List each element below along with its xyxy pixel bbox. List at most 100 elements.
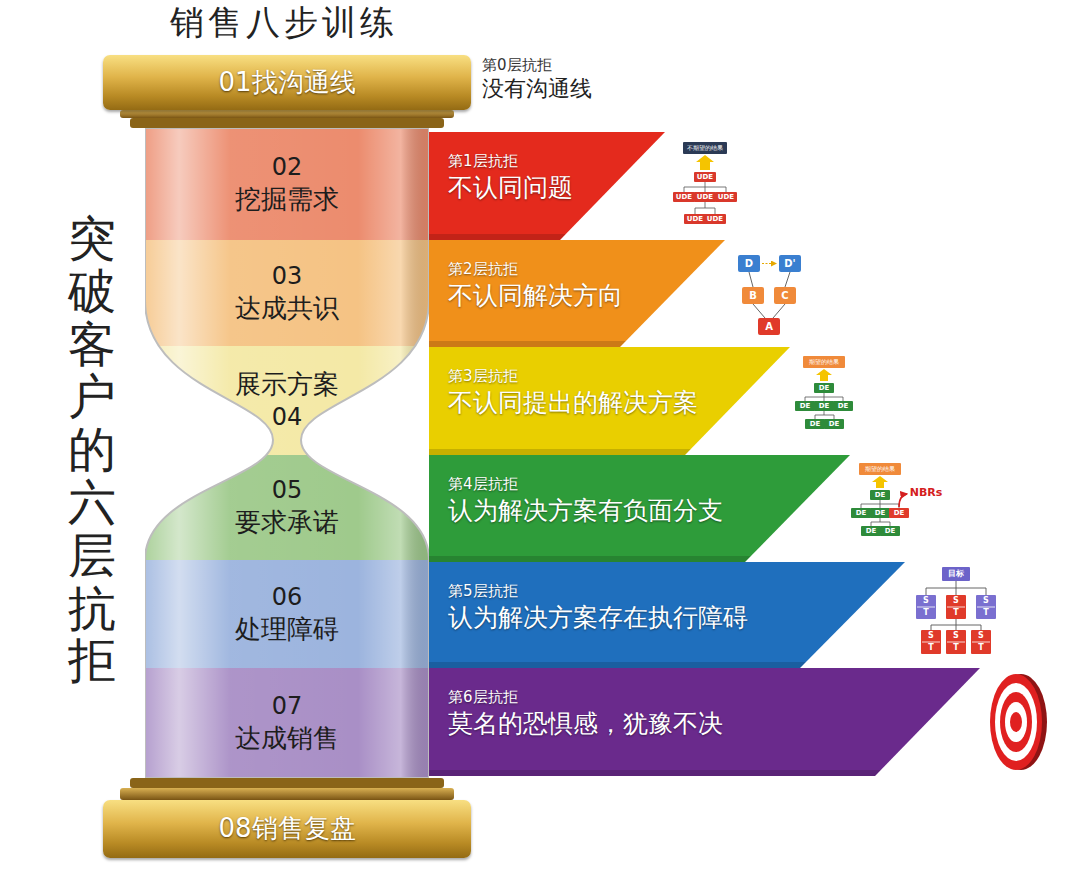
hourglass-segment: 02挖掘需求	[145, 128, 429, 240]
icon-box-text: S	[978, 632, 984, 640]
icon-box-text: T	[953, 609, 958, 617]
resistance-level: 第4层抗拒	[448, 475, 518, 495]
resistance-level: 第3层抗拒	[448, 367, 518, 387]
hourglass-segment: 展示方案04	[145, 346, 429, 455]
future-tree-icon-part	[816, 369, 832, 381]
resistance-text: 不认同解决方向	[448, 280, 623, 313]
hourglass-ring-part	[120, 788, 454, 800]
hourglass-ring-part	[120, 110, 454, 118]
sand-color	[145, 668, 429, 778]
icon-box-text: S	[983, 597, 989, 605]
problem-tree-icon-part	[673, 192, 695, 202]
icon-box-text: T	[978, 644, 983, 652]
hourglass-segment: 07达成销售	[145, 668, 429, 778]
prerequisite-tree-icon-part	[931, 619, 981, 630]
negative-branch-icon-part	[859, 463, 901, 475]
problem-tree-icon-part	[694, 172, 716, 182]
icon-box-text: T	[983, 609, 988, 617]
negative-branch-icon	[851, 463, 909, 536]
resistance-text: 认为解决方案存在执行障碍	[448, 602, 748, 635]
text-holder: 第3层抗拒不认同提出的解决方案	[429, 347, 790, 419]
resistance-band: 第4层抗拒认为解决方案有负面分支	[429, 455, 850, 562]
icon-box-text: S	[953, 632, 959, 640]
glass-highlight	[145, 346, 429, 455]
step-number: 06	[272, 582, 303, 613]
future-tree-icon-part	[814, 401, 834, 411]
sand-color	[145, 240, 429, 346]
future-tree-icon-part	[814, 383, 834, 393]
glass-outline	[145, 240, 429, 346]
text-holder: 01找沟通线	[103, 55, 471, 110]
step-name: 01找沟通线	[218, 66, 355, 100]
glass-fill	[145, 346, 429, 455]
icon-caption: 不期望的结果	[687, 145, 723, 151]
icon-box-text: DE	[885, 528, 896, 535]
glass-highlight	[145, 668, 429, 778]
gold-cap: 08销售复盘	[103, 800, 471, 858]
negative-branch-icon-part	[872, 476, 888, 488]
sand-color	[145, 128, 429, 240]
conflict-cloud-icon	[738, 255, 801, 335]
icon-caption: 期望的结果	[809, 359, 839, 365]
sand-color	[145, 455, 429, 560]
gold-cap: 01找沟通线	[103, 55, 471, 110]
resistance-level: 第5层抗拒	[448, 582, 518, 602]
conflict-cloud-icon-part	[779, 255, 801, 272]
resistance-text: 不认同问题	[448, 172, 573, 205]
glass-outline	[145, 560, 429, 668]
icon-box-text: B	[749, 291, 757, 301]
problem-tree-icon-part	[715, 192, 737, 202]
icon-box-text: DE	[875, 510, 886, 517]
step-name: 处理障碍	[235, 613, 339, 647]
step-number: 02	[272, 152, 303, 183]
band-fill	[429, 455, 850, 562]
band-shadow	[429, 770, 881, 776]
glass-fill	[145, 455, 429, 560]
nbr-label: NBRs	[910, 487, 943, 498]
icon-box-text: DE	[829, 421, 840, 428]
negative-branch-icon-part	[880, 526, 900, 536]
future-tree-icon-part	[795, 401, 815, 411]
prerequisite-tree-icon-part	[926, 581, 986, 595]
glass-fill	[145, 560, 429, 668]
band-fill	[429, 668, 980, 776]
problem-tree-icon-part	[684, 182, 726, 192]
problem-tree-icon-part	[694, 192, 716, 202]
text-holder: 展示方案04	[145, 346, 429, 455]
icon-box-text: UDE	[697, 174, 713, 181]
band-shadow	[429, 341, 626, 347]
text-holder: 06处理障碍	[145, 560, 429, 668]
icon-caption: 目标	[948, 570, 964, 578]
future-tree-icon-part	[815, 411, 834, 419]
negative-branch-icon-part	[861, 526, 881, 536]
glass-fill	[145, 346, 429, 455]
icon-box-text: D	[745, 259, 753, 269]
target-icon-part	[1000, 692, 1032, 752]
icon-box-text: A	[765, 322, 773, 332]
icon-caption: 期望的结果	[865, 466, 895, 472]
future-tree-icon-part	[824, 419, 844, 429]
problem-tree-icon-part	[684, 214, 706, 224]
glass-highlight	[145, 240, 429, 346]
prerequisite-tree-icon	[916, 567, 996, 654]
prerequisite-tree-icon-part	[942, 567, 970, 581]
future-tree-icon	[795, 356, 853, 429]
hourglass-ring	[120, 110, 454, 800]
icon-box-text: T	[923, 609, 928, 617]
glass-outline	[145, 346, 429, 455]
glass-highlight	[145, 560, 429, 668]
step-name: 04	[272, 402, 303, 433]
hourglass-segment: 06处理障碍	[145, 560, 429, 668]
band-fill	[429, 240, 725, 347]
resistance-band: 第2层抗拒不认同解决方向	[429, 240, 725, 347]
target-icon-part	[990, 674, 1042, 770]
icon-box-text: UDE	[687, 216, 703, 223]
band-shadow	[429, 449, 691, 455]
resistance-text: 认为解决方案有负面分支	[448, 495, 723, 528]
diagram-title: 销售八步训练	[170, 2, 398, 43]
vertical-heading: 突破客户的六层抗拒	[68, 212, 116, 687]
icon-box-text: T	[928, 644, 933, 652]
resistance-level: 第6层抗拒	[448, 688, 518, 708]
glass-outline	[145, 668, 429, 778]
resistance-text: 没有沟通线	[482, 78, 592, 100]
